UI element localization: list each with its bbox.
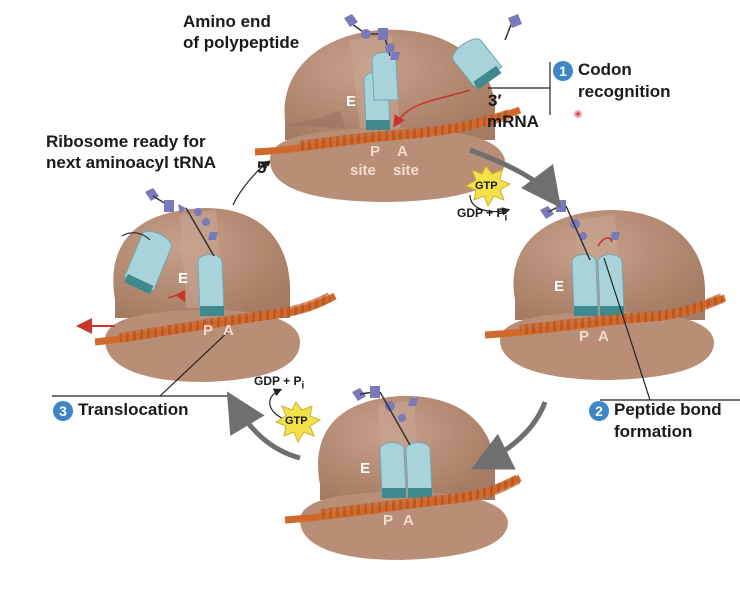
top-e-site-label: E — [346, 93, 357, 110]
cycle-arrow-3-to-1 — [232, 160, 271, 206]
top-a-site-word: site — [393, 162, 419, 179]
top-a-site-letter: A — [397, 143, 408, 160]
ribosome-ready-label-line1: Ribosome ready for — [46, 132, 206, 151]
right-a-site-letter: A — [598, 328, 609, 345]
amino-end-label-line1: Amino end — [183, 12, 271, 31]
translocation-pointer-line — [159, 329, 231, 397]
gtp-burst-top — [464, 165, 512, 208]
step-1-label-line1: Codon — [578, 60, 632, 79]
left-p-site-letter: P — [203, 322, 214, 339]
step-3-badge: 3 — [53, 401, 73, 421]
step-2-label-line1: Peptide bond — [614, 400, 722, 419]
amino-end-label-line2: of polypeptide — [183, 33, 300, 52]
ribosome-ready-label-line2: next aminoacyl tRNA — [46, 153, 217, 172]
top-p-site-letter: P — [370, 143, 381, 160]
peptide-pointer-line — [603, 257, 651, 401]
step-2-label-line2: formation — [614, 422, 693, 441]
gtp-burst-bottom — [274, 401, 322, 444]
ribosome-bottom — [284, 386, 522, 560]
left-e-site-label: E — [178, 270, 189, 287]
gdp-pi-text-bottom: GDP + P — [254, 374, 302, 388]
bottom-a-site-letter: A — [403, 512, 414, 529]
ribosome-top — [254, 14, 522, 202]
cycle-arrow-bottom-to-3 — [226, 391, 301, 461]
bottom-e-site-label: E — [360, 460, 371, 477]
gtp-label-top: GTP — [475, 180, 498, 192]
mrna-label: mRNA — [487, 112, 539, 131]
top-p-site-word: site — [350, 162, 376, 179]
gdp-pi-label-bottom: GDP + Pi — [254, 374, 304, 391]
cycle-arrow-2-to-bottom — [471, 401, 548, 470]
pi-subscript-top: i — [504, 212, 508, 224]
step-2-badge: 2 — [589, 401, 609, 421]
step-1-badge: 1 — [553, 61, 573, 81]
ribosome-right — [484, 200, 727, 380]
step-1-label-line2: recognition — [578, 82, 671, 101]
bottom-p-site-letter: P — [383, 512, 394, 529]
gdp-pi-label-top: GDP + Pi — [457, 206, 507, 223]
right-p-site-letter: P — [579, 328, 590, 345]
gdp-pi-text-top: GDP + P — [457, 206, 505, 220]
right-e-site-label: E — [554, 278, 565, 295]
five-prime-label: 5′ — [257, 158, 271, 177]
cycle-arrow-1-to-2 — [469, 147, 562, 208]
ribosome-left — [76, 188, 337, 382]
step-3-label-line1: Translocation — [78, 400, 189, 419]
gtp-label-bottom: GTP — [285, 415, 308, 427]
pi-subscript-bottom: i — [301, 380, 305, 392]
three-prime-label: 3′ — [488, 91, 502, 110]
left-a-site-letter: A — [223, 322, 234, 339]
